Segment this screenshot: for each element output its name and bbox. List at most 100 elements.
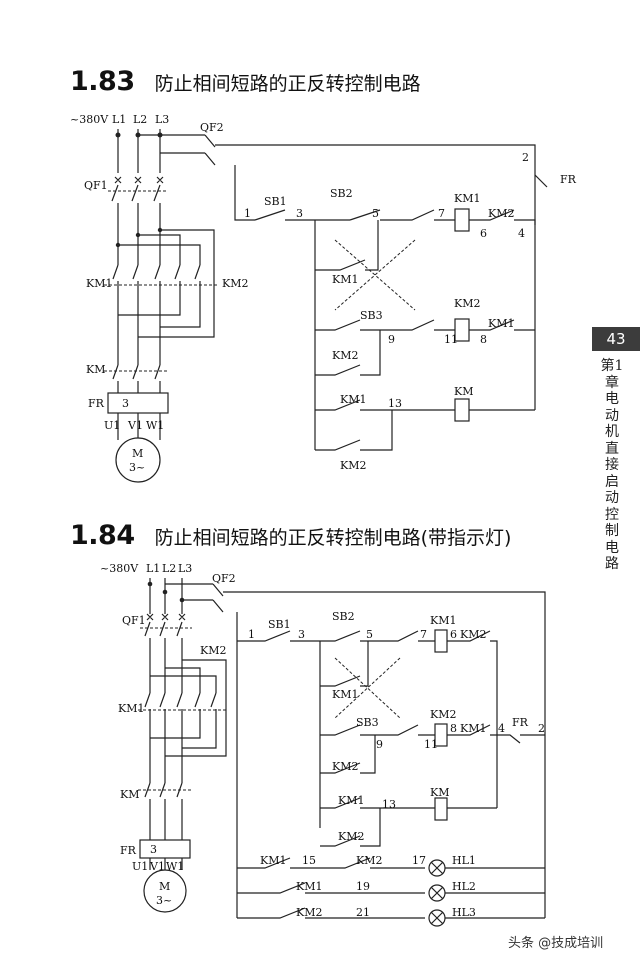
supply-label-2: ~380V bbox=[100, 562, 139, 575]
sb1-label-2: SB1 bbox=[268, 618, 291, 631]
node-2-label: 2 bbox=[522, 151, 529, 164]
node-4-label: 4 bbox=[518, 227, 525, 240]
km2-lamp3-label: KM2 bbox=[296, 906, 322, 919]
node-1-label: 1 bbox=[244, 207, 251, 220]
motor-label-2: M bbox=[159, 880, 170, 893]
km1-hold-label: KM1 bbox=[332, 273, 358, 286]
km2-branch-label: KM2 bbox=[340, 459, 366, 472]
section-2-number: 1.84 bbox=[70, 520, 135, 551]
section-1-number: 1.83 bbox=[70, 66, 135, 97]
km2-interlock-label: KM2 bbox=[488, 207, 514, 220]
hl1-label: HL1 bbox=[452, 854, 476, 867]
node-5-label: 5 bbox=[372, 207, 379, 220]
node-8-label: 8 bbox=[480, 333, 487, 346]
km2-coil-label: KM2 bbox=[454, 297, 480, 310]
node-11-label-2: 11 bbox=[424, 738, 438, 751]
chapter-side-text: 第1章 电动机直接启动控制电路 bbox=[600, 358, 624, 572]
w1-label: W1 bbox=[146, 419, 164, 432]
fr-box-label: 3 bbox=[122, 397, 129, 410]
km1-lamp-label: KM1 bbox=[260, 854, 286, 867]
node-2-label-2: 2 bbox=[538, 722, 545, 735]
motor-sub-label: 3~ bbox=[129, 461, 145, 474]
main-circuit-2 bbox=[138, 578, 227, 913]
section-2-title: 1.84 防止相间短路的正反转控制电路(带指示灯) bbox=[70, 520, 511, 551]
node-11-label: 11 bbox=[444, 333, 458, 346]
node-3-label-2: 3 bbox=[298, 628, 305, 641]
km1-coil-label-2: KM1 bbox=[430, 614, 456, 627]
fr-box-label-2: 3 bbox=[150, 843, 157, 856]
node-8-label-2: 8 bbox=[450, 722, 457, 735]
node-6-label-2: 6 bbox=[450, 628, 457, 641]
node-9-label-2: 9 bbox=[376, 738, 383, 751]
node-17-label: 17 bbox=[412, 854, 426, 867]
w1-label-2: W1 bbox=[166, 860, 184, 873]
u1-label-2: U1 bbox=[132, 860, 148, 873]
u1-label: U1 bbox=[104, 419, 120, 432]
km2-coil-label-2: KM2 bbox=[430, 708, 456, 721]
phase-l3-label: L3 bbox=[155, 113, 169, 126]
km1-main-label-2: KM1 bbox=[118, 702, 144, 715]
km1-interlock-label-2: KM1 bbox=[460, 722, 486, 735]
node-21-label: 21 bbox=[356, 906, 370, 919]
qf2-label-2: QF2 bbox=[212, 572, 236, 585]
km-main-label: KM bbox=[86, 363, 105, 376]
main-circuit bbox=[104, 129, 218, 483]
phase-l3-label-2: L3 bbox=[178, 562, 192, 575]
phase-l1-label-2: L1 bbox=[146, 562, 160, 575]
node-7-label-2: 7 bbox=[420, 628, 427, 641]
node-15-label: 15 bbox=[302, 854, 316, 867]
hl3-label: HL3 bbox=[452, 906, 476, 919]
km1-coil-label: KM1 bbox=[454, 192, 480, 205]
node-13-label-2: 13 bbox=[382, 798, 396, 811]
node-13-label: 13 bbox=[388, 397, 402, 410]
section-2-heading: 防止相间短路的正反转控制电路(带指示灯) bbox=[154, 527, 512, 549]
hl2-label: HL2 bbox=[452, 880, 476, 893]
km1-branch-label: KM1 bbox=[340, 393, 366, 406]
km2-lamp-label: KM2 bbox=[356, 854, 382, 867]
control-circuit bbox=[138, 134, 548, 451]
qf1-label-2: QF1 bbox=[122, 614, 146, 627]
sb1-label: SB1 bbox=[264, 195, 287, 208]
node-19-label: 19 bbox=[356, 880, 370, 893]
km2-main-label-2: KM2 bbox=[200, 644, 226, 657]
section-1-title: 1.83 防止相间短路的正反转控制电路 bbox=[70, 66, 421, 97]
qf2-label: QF2 bbox=[200, 121, 224, 134]
motor-label: M bbox=[132, 447, 143, 460]
fr-label: FR bbox=[88, 397, 105, 410]
km2-main-label: KM2 bbox=[222, 277, 248, 290]
node-4-label-2: 4 bbox=[498, 722, 505, 735]
sb2-label-2: SB2 bbox=[332, 610, 355, 623]
km1-branch-label-2: KM1 bbox=[338, 794, 364, 807]
km1-hold-label-2: KM1 bbox=[332, 688, 358, 701]
supply-label: ~380V bbox=[70, 113, 109, 126]
circuit-diagram-1: ~380V L1 L2 L3 QF1 KM1 KM2 KM FR 3 U1 V1… bbox=[70, 113, 577, 483]
km2-interlock-label-2: KM2 bbox=[460, 628, 486, 641]
phase-l2-label: L2 bbox=[133, 113, 147, 126]
km2-hold-label: KM2 bbox=[332, 349, 358, 362]
control-circuit-2 bbox=[165, 583, 546, 927]
qf1-label: QF1 bbox=[84, 179, 108, 192]
km1-lamp2-label: KM1 bbox=[296, 880, 322, 893]
km-main-label-2: KM bbox=[120, 788, 139, 801]
phase-l1-label: L1 bbox=[112, 113, 126, 126]
km-coil-label: KM bbox=[454, 385, 473, 398]
node-6-label: 6 bbox=[480, 227, 487, 240]
sb3-label: SB3 bbox=[360, 309, 383, 322]
page-number-tab: 43 bbox=[592, 327, 640, 351]
circuit-diagram-2: ~380V L1 L2 L3 QF1 KM2 KM1 KM FR 3 U1 V1… bbox=[100, 562, 546, 927]
km2-branch-label-2: KM2 bbox=[338, 830, 364, 843]
node-7-label: 7 bbox=[438, 207, 445, 220]
node-5-label-2: 5 bbox=[366, 628, 373, 641]
fr-label-2: FR bbox=[120, 844, 137, 857]
km1-main-label: KM1 bbox=[86, 277, 112, 290]
sb3-label-2: SB3 bbox=[356, 716, 379, 729]
km-coil-label-2: KM bbox=[430, 786, 449, 799]
v1-label-2: V1 bbox=[149, 860, 165, 873]
node-9-label: 9 bbox=[388, 333, 395, 346]
phase-l2-label-2: L2 bbox=[162, 562, 176, 575]
motor-sub-label-2: 3~ bbox=[156, 894, 172, 907]
sb2-label: SB2 bbox=[330, 187, 353, 200]
fr-ctrl-label: FR bbox=[560, 173, 577, 186]
watermark: 头条 @技成培训 bbox=[508, 936, 604, 951]
fr-ctrl-label-2: FR bbox=[512, 716, 529, 729]
